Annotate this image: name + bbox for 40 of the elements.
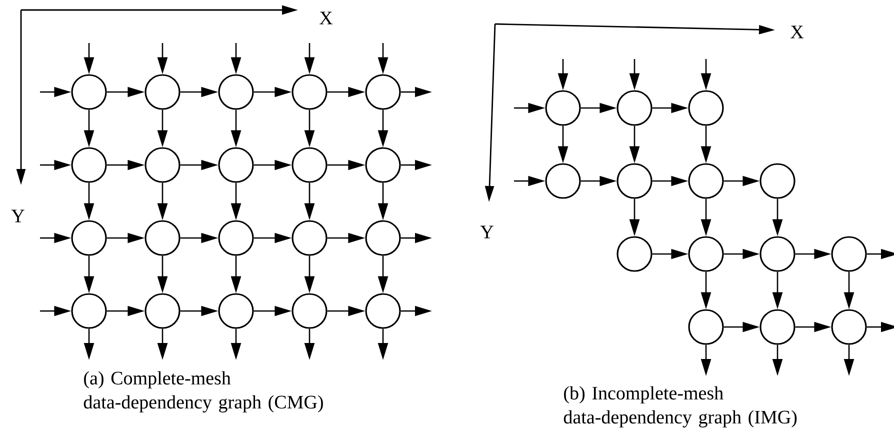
caption: (b) Incomplete-mesh data-dependency graph (IMG) [564, 386, 797, 428]
node-circle [831, 236, 867, 272]
node-circle [71, 293, 107, 329]
node-circle [365, 74, 401, 110]
node-circle [616, 236, 652, 272]
axis-label: Y [11, 210, 24, 222]
node-circle [545, 163, 581, 199]
axis-label: Y [480, 226, 494, 238]
node-circle [365, 147, 401, 183]
node-circle [688, 90, 724, 126]
node-circle [218, 147, 254, 183]
node-circle [144, 220, 180, 256]
node-circle [144, 147, 180, 183]
node-circle [688, 309, 724, 345]
node-circle [218, 74, 254, 110]
node-circle [616, 90, 652, 126]
axis-label: X [790, 26, 804, 38]
node-circle [688, 236, 724, 272]
node-circle [144, 74, 180, 110]
node-circle [688, 163, 724, 199]
node-circle [365, 220, 401, 256]
axis-label: X [320, 12, 333, 24]
node-circle [760, 163, 796, 199]
node-circle [144, 293, 180, 329]
node-circle [292, 74, 328, 110]
node-circle [218, 220, 254, 256]
node-circle [218, 293, 254, 329]
node-circle [365, 293, 401, 329]
node-circle [292, 293, 328, 329]
node-circle [292, 147, 328, 183]
node-circle [616, 163, 652, 199]
node-circle [292, 220, 328, 256]
node-circle [831, 309, 867, 345]
node-circle [545, 90, 581, 126]
node-circle [760, 236, 796, 272]
caption: (a) Complete-mesh data-dependency graph (CMG) [84, 371, 323, 412]
node-circle [71, 147, 107, 183]
node-circle [71, 74, 107, 110]
node-circle [71, 220, 107, 256]
node-circle [760, 309, 796, 345]
